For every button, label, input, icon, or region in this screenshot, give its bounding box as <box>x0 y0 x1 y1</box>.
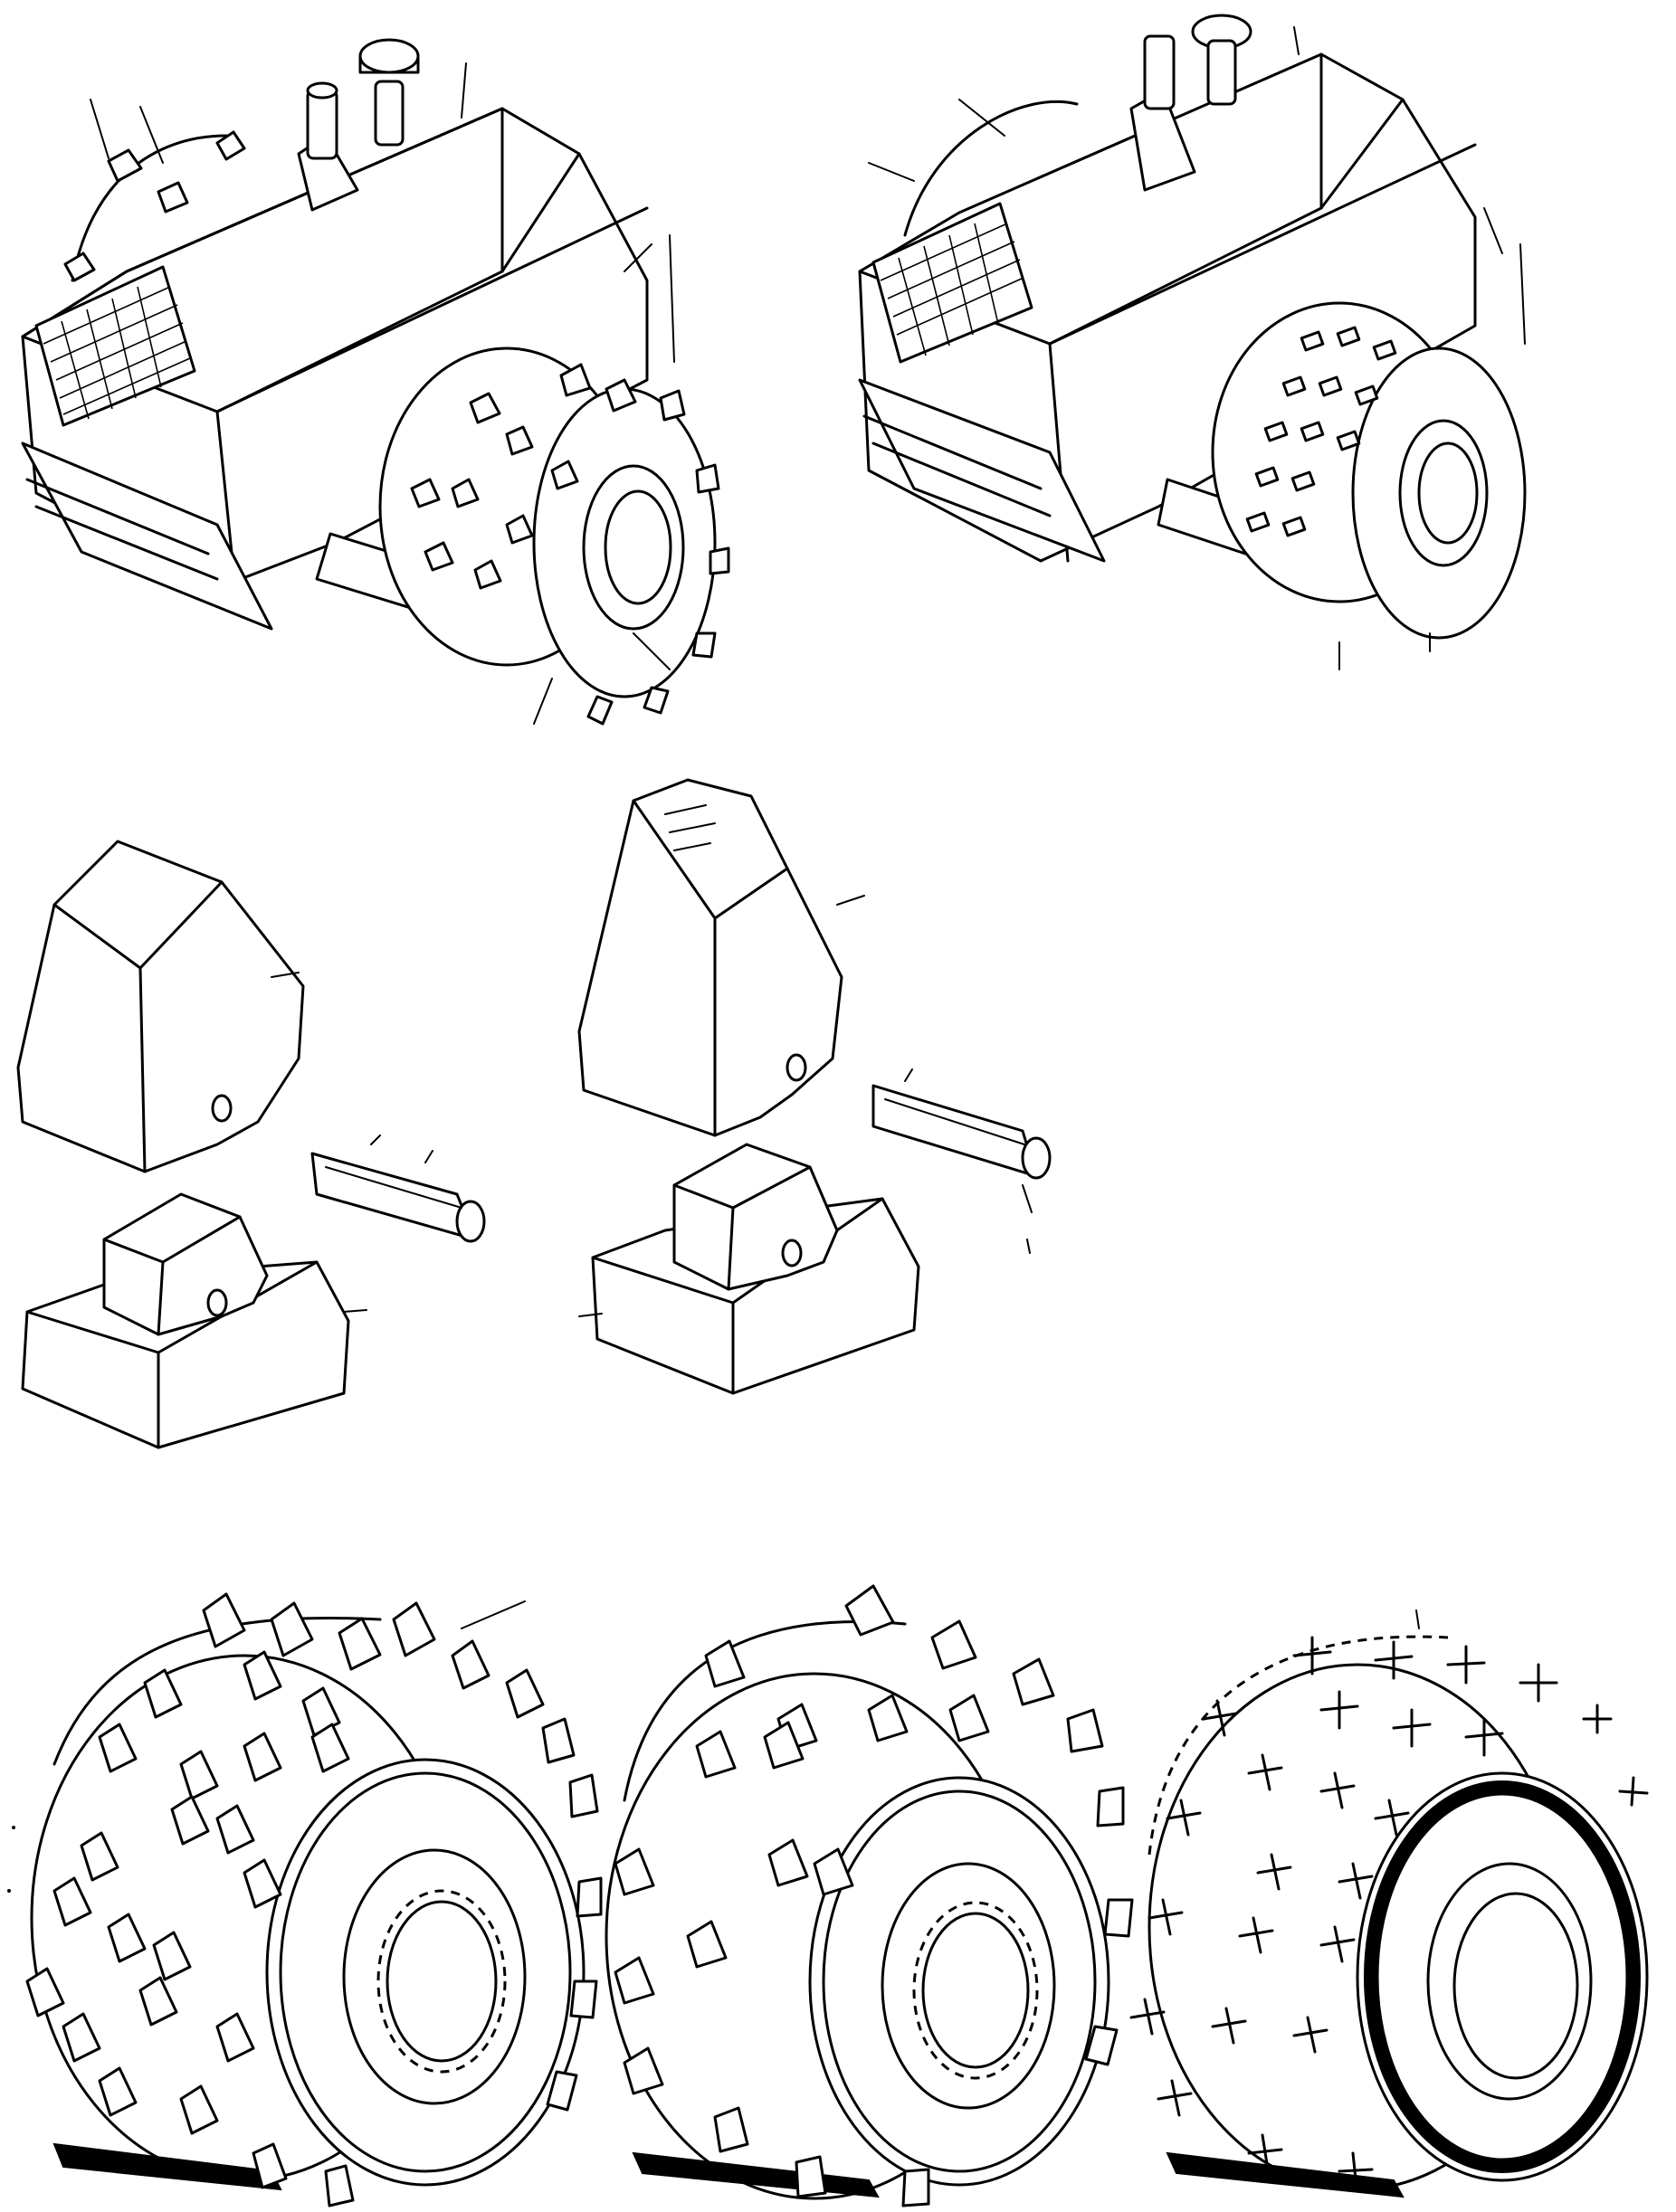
tooth-long <box>577 778 865 1137</box>
drum-cross-pads <box>1129 1609 1649 2198</box>
drum-long-teeth <box>25 1592 603 2207</box>
standard-teeth <box>614 1584 1134 2207</box>
roll-pin-a <box>310 1134 486 1243</box>
compactor-padfoot-view <box>21 38 730 726</box>
drum-standard-teeth <box>605 1584 1134 2207</box>
padfoot-teeth <box>410 363 730 726</box>
radiator-grille-2 <box>871 202 1033 364</box>
radiator-grille <box>34 265 196 427</box>
long-teeth <box>25 1592 603 2207</box>
tooth-standard <box>16 840 305 1173</box>
holder-standard <box>21 1192 367 1449</box>
cross-pads <box>1129 1636 1649 2189</box>
segment-pads <box>1245 326 1397 537</box>
compactor-segment-view <box>858 14 1527 670</box>
roll-pin-b <box>871 1068 1052 1254</box>
holder-long <box>578 1143 920 1395</box>
